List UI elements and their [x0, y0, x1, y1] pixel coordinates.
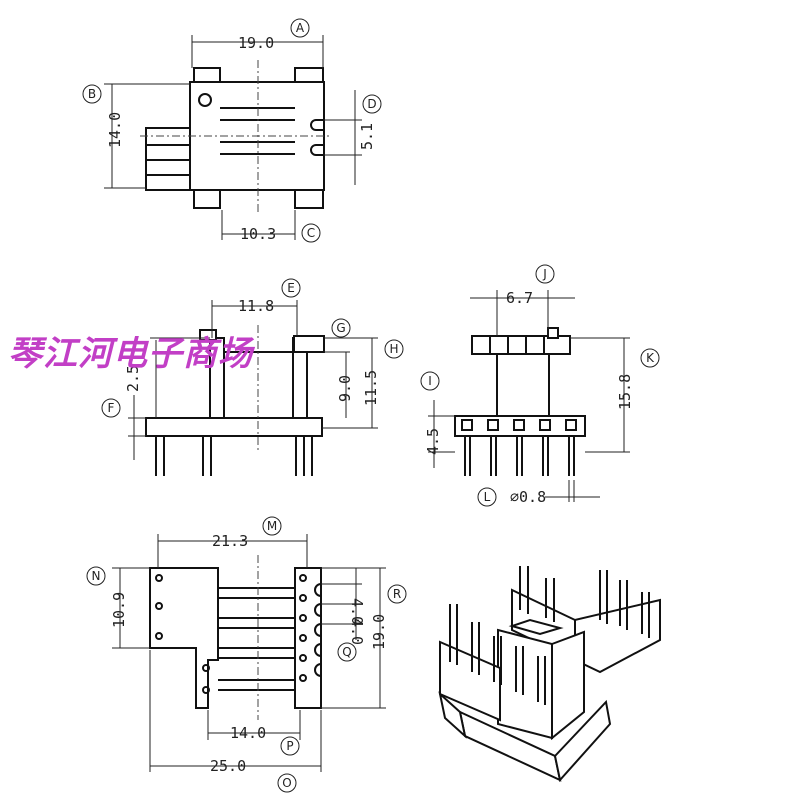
dim-6-7: 6.7 [506, 289, 533, 307]
svg-text:L: L [484, 490, 491, 504]
dim-25-0: 25.0 [210, 757, 246, 775]
svg-text:B: B [88, 87, 96, 101]
svg-text:G: G [336, 321, 345, 335]
label-g: G [331, 318, 351, 338]
dim-4-0-b: 4.0 [348, 618, 366, 645]
dim-0-8: ⌀0.8 [510, 488, 546, 506]
front-view [128, 300, 378, 476]
dimension-texts: 19.0 14.0 5.1 10.3 11.8 2.5 9.0 11.5 6.7… [106, 34, 634, 775]
bottom-view [112, 534, 386, 772]
label-j: J [535, 264, 555, 284]
label-i: I [420, 371, 440, 391]
reference-labels: A B C D E F G H I J K L M N O P Q R [82, 18, 660, 793]
svg-text:P: P [286, 739, 293, 753]
dim-19-0-top: 19.0 [238, 34, 274, 52]
label-n: N [86, 566, 106, 586]
svg-text:A: A [296, 21, 305, 35]
dim-10-3: 10.3 [240, 225, 276, 243]
dim-11-8: 11.8 [238, 297, 274, 315]
dim-14-0: 14.0 [106, 112, 124, 148]
label-d: D [362, 94, 382, 114]
svg-text:D: D [367, 97, 376, 111]
dim-19-0-right: 19.0 [370, 614, 388, 650]
dim-5-1: 5.1 [358, 123, 376, 150]
svg-text:C: C [307, 226, 315, 240]
svg-text:J: J [542, 267, 547, 281]
dim-4-5: 4.5 [424, 428, 442, 455]
label-h: H [384, 339, 404, 359]
dim-10-9: 10.9 [110, 592, 128, 628]
dim-15-8: 15.8 [616, 374, 634, 410]
label-e: E [281, 278, 301, 298]
dim-11-5: 11.5 [362, 370, 380, 406]
svg-text:K: K [646, 351, 655, 365]
isometric-view [438, 566, 661, 783]
dim-9-0: 9.0 [336, 375, 354, 402]
svg-text:I: I [428, 374, 432, 388]
label-b: B [82, 84, 102, 104]
label-f: F [101, 398, 121, 418]
svg-text:H: H [389, 342, 398, 356]
svg-text:Q: Q [342, 645, 351, 659]
side-view [428, 290, 630, 502]
label-q: Q [337, 642, 357, 662]
label-l: L [477, 487, 497, 507]
svg-text:R: R [393, 587, 401, 601]
label-p: P [280, 736, 300, 756]
dim-2-5: 2.5 [124, 365, 142, 392]
label-o: O [277, 773, 297, 793]
label-r: R [387, 584, 407, 604]
svg-text:M: M [267, 519, 277, 533]
watermark-text: 琴江河电子商场 [8, 334, 253, 374]
label-k: K [640, 348, 660, 368]
label-a: A [290, 18, 310, 38]
dim-4-0-a: 4.0 [348, 598, 366, 625]
svg-text:N: N [92, 569, 101, 583]
top-view [104, 35, 362, 240]
dim-21-3: 21.3 [212, 532, 248, 550]
label-m: M [262, 516, 282, 536]
dim-14-0-bottom: 14.0 [230, 724, 266, 742]
svg-text:E: E [287, 281, 295, 295]
svg-text:O: O [282, 776, 291, 790]
label-c: C [301, 223, 321, 243]
svg-text:F: F [108, 401, 115, 415]
